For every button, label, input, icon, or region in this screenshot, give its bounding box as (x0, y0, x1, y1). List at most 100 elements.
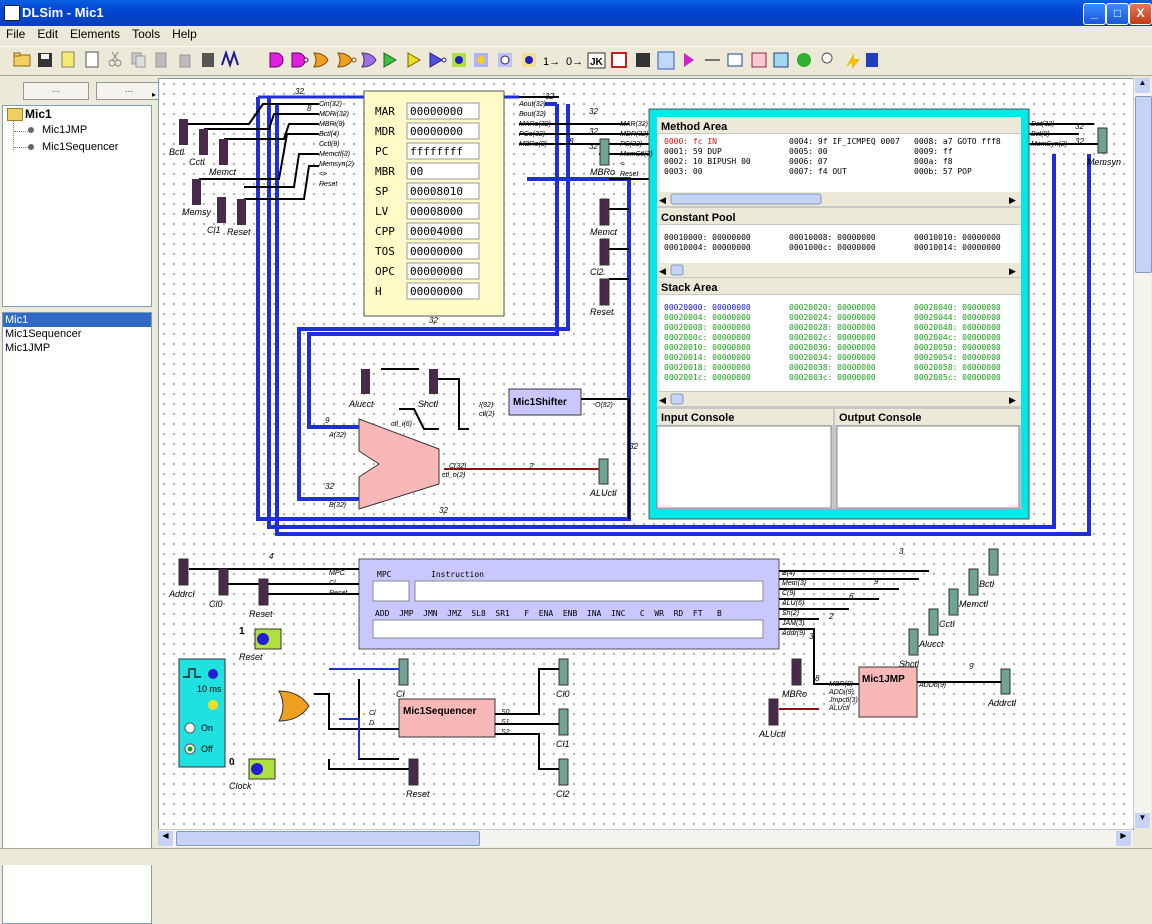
pin-addrcl[interactable] (178, 558, 189, 586)
button-icon[interactable] (498, 53, 512, 67)
list-item-mic1[interactable]: Mic1 (3, 313, 151, 327)
pin-cctl[interactable] (948, 588, 959, 616)
bus-icon[interactable] (636, 53, 650, 67)
pin-cl[interactable] (398, 658, 409, 686)
scroll-left-icon[interactable]: ◀ (659, 195, 666, 205)
plugin-icon[interactable] (797, 53, 811, 67)
pin-reset[interactable] (408, 758, 419, 786)
pin-bctl[interactable] (179, 119, 188, 145)
merger-icon[interactable] (773, 52, 789, 68)
pin-aluctl[interactable] (598, 458, 609, 485)
nav-button-2[interactable]: ... (96, 82, 162, 100)
save-icon[interactable] (38, 53, 52, 67)
pin-cl2[interactable] (599, 238, 610, 266)
pin-memctl[interactable] (968, 568, 979, 596)
waveform-icon[interactable] (221, 49, 239, 69)
collapse-arrow-icon[interactable]: ▸ (152, 90, 157, 99)
vertical-scrollbar[interactable]: ▲ ▼ (1133, 78, 1152, 828)
horizontal-scrollbar[interactable]: ◀ ▶ (158, 829, 1133, 847)
nav-button-1[interactable]: ... (23, 82, 89, 100)
pin-reset[interactable] (599, 278, 610, 306)
pin-shctl[interactable] (908, 628, 919, 656)
not-gate-icon[interactable] (429, 52, 447, 68)
menu-edit[interactable]: Edit (37, 27, 59, 41)
pin-reset[interactable] (237, 199, 246, 225)
display-icon[interactable] (522, 53, 536, 67)
horizontal-scroll-thumb[interactable] (176, 831, 480, 846)
pin-reset[interactable] (258, 578, 269, 606)
mic1shifter[interactable] (508, 388, 582, 416)
constant-pool-scroll-thumb[interactable] (670, 264, 684, 276)
or-gate-icon[interactable] (313, 52, 329, 68)
scroll-right-icon[interactable]: ▶ (1009, 195, 1016, 205)
vertical-scroll-thumb[interactable] (1135, 96, 1152, 273)
pin-mbro[interactable] (599, 138, 610, 166)
input-console[interactable] (656, 425, 832, 509)
pin-cctl[interactable] (199, 129, 208, 155)
method-area-scroll-thumb[interactable] (670, 193, 822, 205)
flash-icon[interactable] (846, 53, 860, 69)
scroll-right-icon[interactable]: ▶ (1009, 395, 1016, 405)
tree-root[interactable]: Mic1 (25, 107, 52, 121)
tree-item-mic1sequencer[interactable]: Mic1Sequencer (42, 141, 119, 153)
register-icon[interactable] (611, 52, 627, 68)
toolbar-label-1[interactable]: 1→ (543, 56, 560, 68)
buffer-icon[interactable] (407, 52, 421, 68)
close-button[interactable]: X (1129, 3, 1152, 25)
maximize-button[interactable]: □ (1106, 3, 1129, 25)
pin-memct[interactable] (599, 198, 610, 226)
pin-cl1[interactable] (558, 708, 569, 736)
pin-aluctl[interactable] (768, 698, 779, 726)
trash-icon[interactable] (202, 53, 214, 67)
pin-cl0[interactable] (218, 568, 229, 596)
pin-bctl[interactable] (988, 548, 999, 576)
pin-memsyn[interactable] (1097, 127, 1108, 154)
xor-gate-icon[interactable] (361, 52, 377, 68)
scroll-right-icon[interactable]: ▶ (1009, 266, 1016, 276)
scroll-right-icon[interactable]: ▶ (1116, 831, 1131, 846)
pin-cl0[interactable] (558, 658, 569, 686)
toolbar-label-0[interactable]: 0→ (566, 56, 583, 68)
minimize-button[interactable]: _ (1083, 3, 1106, 25)
paste-icon[interactable] (155, 52, 167, 68)
book-icon[interactable] (866, 53, 878, 67)
pin-cl1[interactable] (217, 197, 226, 223)
constant-pool-scrollbar[interactable] (657, 263, 1021, 277)
xnor-gate-icon[interactable] (383, 52, 397, 68)
scroll-left-icon[interactable]: ◀ (659, 395, 666, 405)
scroll-up-icon[interactable]: ▲ (1135, 78, 1150, 93)
scroll-down-icon[interactable]: ▼ (1135, 813, 1150, 828)
menu-elements[interactable]: Elements (70, 27, 121, 41)
nand-gate-icon[interactable] (291, 52, 309, 68)
delete-icon[interactable] (179, 54, 191, 68)
stack-area-scroll-thumb[interactable] (670, 393, 684, 405)
or-gate[interactable] (278, 690, 310, 722)
and-gate-icon[interactable] (269, 52, 284, 68)
pin-mbro[interactable] (791, 658, 802, 686)
list-item-mic1sequencer[interactable]: Mic1Sequencer (5, 328, 82, 340)
menu-file[interactable]: File (6, 27, 26, 41)
open-icon[interactable] (13, 52, 31, 67)
copy-icon[interactable] (131, 52, 146, 68)
label-icon[interactable] (727, 53, 743, 67)
menu-tools[interactable]: Tools (132, 27, 161, 41)
new-icon[interactable] (61, 51, 75, 68)
menu-help[interactable]: Help (172, 27, 197, 41)
scroll-left-icon[interactable]: ◀ (659, 266, 666, 276)
pin-cl2[interactable] (558, 758, 569, 786)
pointer-icon[interactable] (684, 53, 694, 67)
pin-alucct[interactable] (361, 369, 370, 394)
splitter-icon[interactable] (751, 52, 767, 68)
clock-on-radio[interactable] (184, 722, 196, 734)
pin-shctl[interactable] (429, 369, 438, 394)
alu[interactable] (358, 418, 440, 510)
nor-gate-icon[interactable] (337, 52, 357, 68)
bulb-icon[interactable] (821, 52, 833, 64)
new-doc-icon[interactable] (85, 51, 99, 68)
pin-memsy[interactable] (192, 179, 201, 205)
clock-icon[interactable] (657, 51, 675, 70)
mic1sequencer[interactable] (398, 698, 496, 738)
stack-area-scrollbar[interactable] (657, 392, 1021, 406)
tree-item-mic1jmp[interactable]: Mic1JMP (42, 124, 88, 136)
